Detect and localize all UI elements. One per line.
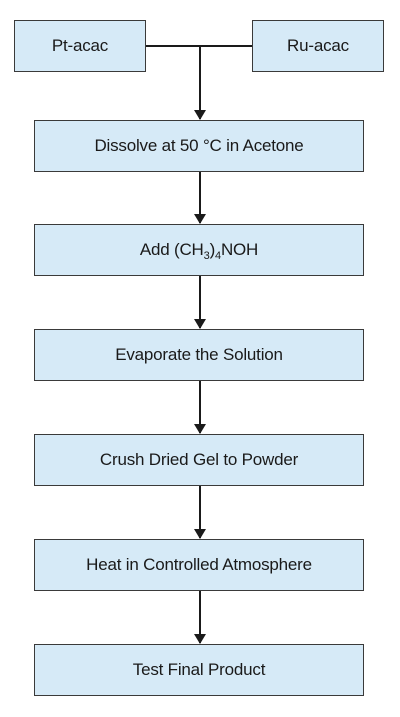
input-label-pt-acac: Pt-acac	[51, 36, 109, 55]
input-box-pt-acac: Pt-acac	[14, 20, 146, 72]
step-box-crush: Crush Dried Gel to Powder	[34, 434, 364, 486]
step-label-add-reagent: Add (CH3)4NOH	[139, 240, 259, 262]
step-box-evaporate: Evaporate the Solution	[34, 329, 364, 381]
formula-subscript-3: 3	[203, 250, 210, 262]
formula-paren: )	[209, 240, 216, 259]
step-box-dissolve: Dissolve at 50 °C in Acetone	[34, 120, 364, 172]
input-label-ru-acac: Ru-acac	[287, 36, 349, 55]
step-box-heat: Heat in Controlled Atmosphere	[34, 539, 364, 591]
input-box-ru-acac: Ru-acac	[252, 20, 384, 72]
step-label-heat: Heat in Controlled Atmosphere	[86, 555, 312, 574]
formula-subscript-4: 4	[215, 250, 221, 262]
step-label-crush: Crush Dried Gel to Powder	[99, 450, 299, 469]
formula-prefix: Add (CH	[139, 240, 204, 259]
formula-suffix: NOH	[220, 240, 259, 259]
step-label-test: Test Final Product	[132, 660, 266, 679]
step-box-add-reagent: Add (CH3)4NOH	[34, 224, 364, 276]
step-label-evaporate: Evaporate the Solution	[115, 345, 283, 364]
step-label-dissolve: Dissolve at 50 °C in Acetone	[94, 136, 304, 155]
step-box-test: Test Final Product	[34, 644, 364, 696]
